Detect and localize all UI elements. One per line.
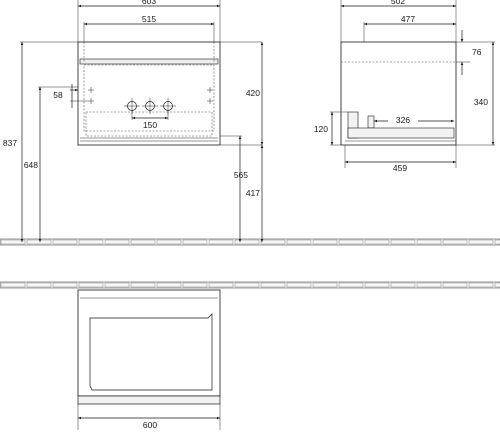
wall-tile [390, 282, 416, 288]
dim-overall-height: 837 [3, 138, 17, 148]
wall-tile [208, 239, 234, 245]
wall-tile [182, 239, 208, 245]
wall-tile [156, 239, 182, 245]
wall-tile [26, 282, 52, 288]
wall-tile [260, 282, 286, 288]
wall-tile [78, 282, 104, 288]
dim-drain-height: 648 [24, 160, 38, 170]
wall-tile [442, 282, 468, 288]
wall-tile [208, 282, 234, 288]
side-drawer-bottom [347, 127, 455, 139]
dim-inner-width: 515 [142, 14, 156, 24]
dim-cabinet-height: 420 [246, 88, 260, 98]
wall-tile [312, 239, 338, 245]
wall-tile [104, 239, 130, 245]
wall-tile [416, 282, 442, 288]
wall-tile [130, 239, 156, 245]
wall-tile [468, 239, 494, 245]
wall-tile [338, 282, 364, 288]
wall-tile [416, 239, 442, 245]
top-view: 600 [77, 289, 221, 430]
dim-drawer-depth: 326 [396, 115, 410, 125]
tap-holes [124, 98, 176, 114]
wall-tile [234, 239, 260, 245]
dim-overall-depth: 502 [391, 0, 405, 6]
dim-drawer-height: 120 [314, 124, 328, 134]
wall-tile [260, 239, 286, 245]
wall-tile [182, 282, 208, 288]
wall-tile [156, 282, 182, 288]
dim-bottom-to-drawer: 565 [234, 170, 248, 180]
wall-tile [0, 239, 26, 245]
wall-tile [494, 282, 500, 288]
wall-tile [364, 239, 390, 245]
wall-tile [468, 282, 494, 288]
front-view: 603 515 58 150 837 648 420 565 417 [3, 0, 264, 242]
front-basin-rim [79, 58, 219, 65]
wall-tile [312, 282, 338, 288]
side-drawer-back [367, 115, 375, 129]
wall-tile [52, 239, 78, 245]
wall-tile [494, 239, 500, 245]
wall-tile [286, 239, 312, 245]
dim-top-offset: 76 [472, 47, 482, 57]
wall-tile [78, 239, 104, 245]
dim-side-height: 340 [474, 97, 488, 107]
wall-tile [26, 239, 52, 245]
wall-tile [130, 282, 156, 288]
wall-tile [104, 282, 130, 288]
wall-tile [286, 282, 312, 288]
top-front-panel [77, 395, 221, 405]
top-drawer [89, 313, 213, 391]
wall-tile [390, 239, 416, 245]
dim-inner-depth: 477 [401, 14, 415, 24]
dim-overall-width: 603 [142, 0, 156, 6]
dim-top-width: 600 [143, 420, 157, 430]
dim-floor-clearance: 417 [246, 188, 260, 198]
wall-tile [338, 239, 364, 245]
front-drawer [85, 111, 213, 137]
dim-bottom-depth: 459 [393, 163, 407, 173]
wall-strip-upper [0, 238, 500, 246]
mounting-hole-marks [88, 87, 213, 104]
dim-hole-offset: 58 [53, 90, 63, 100]
wall-tile [52, 282, 78, 288]
wall-tile [442, 239, 468, 245]
wall-tile [0, 282, 26, 288]
front-inner-outline [83, 64, 215, 132]
dim-tap-spacing: 150 [143, 120, 157, 130]
side-view: 502 477 76 340 120 326 459 [314, 0, 495, 173]
wall-tile [364, 282, 390, 288]
wall-strip-lower [0, 281, 500, 289]
wall-tile [234, 282, 260, 288]
